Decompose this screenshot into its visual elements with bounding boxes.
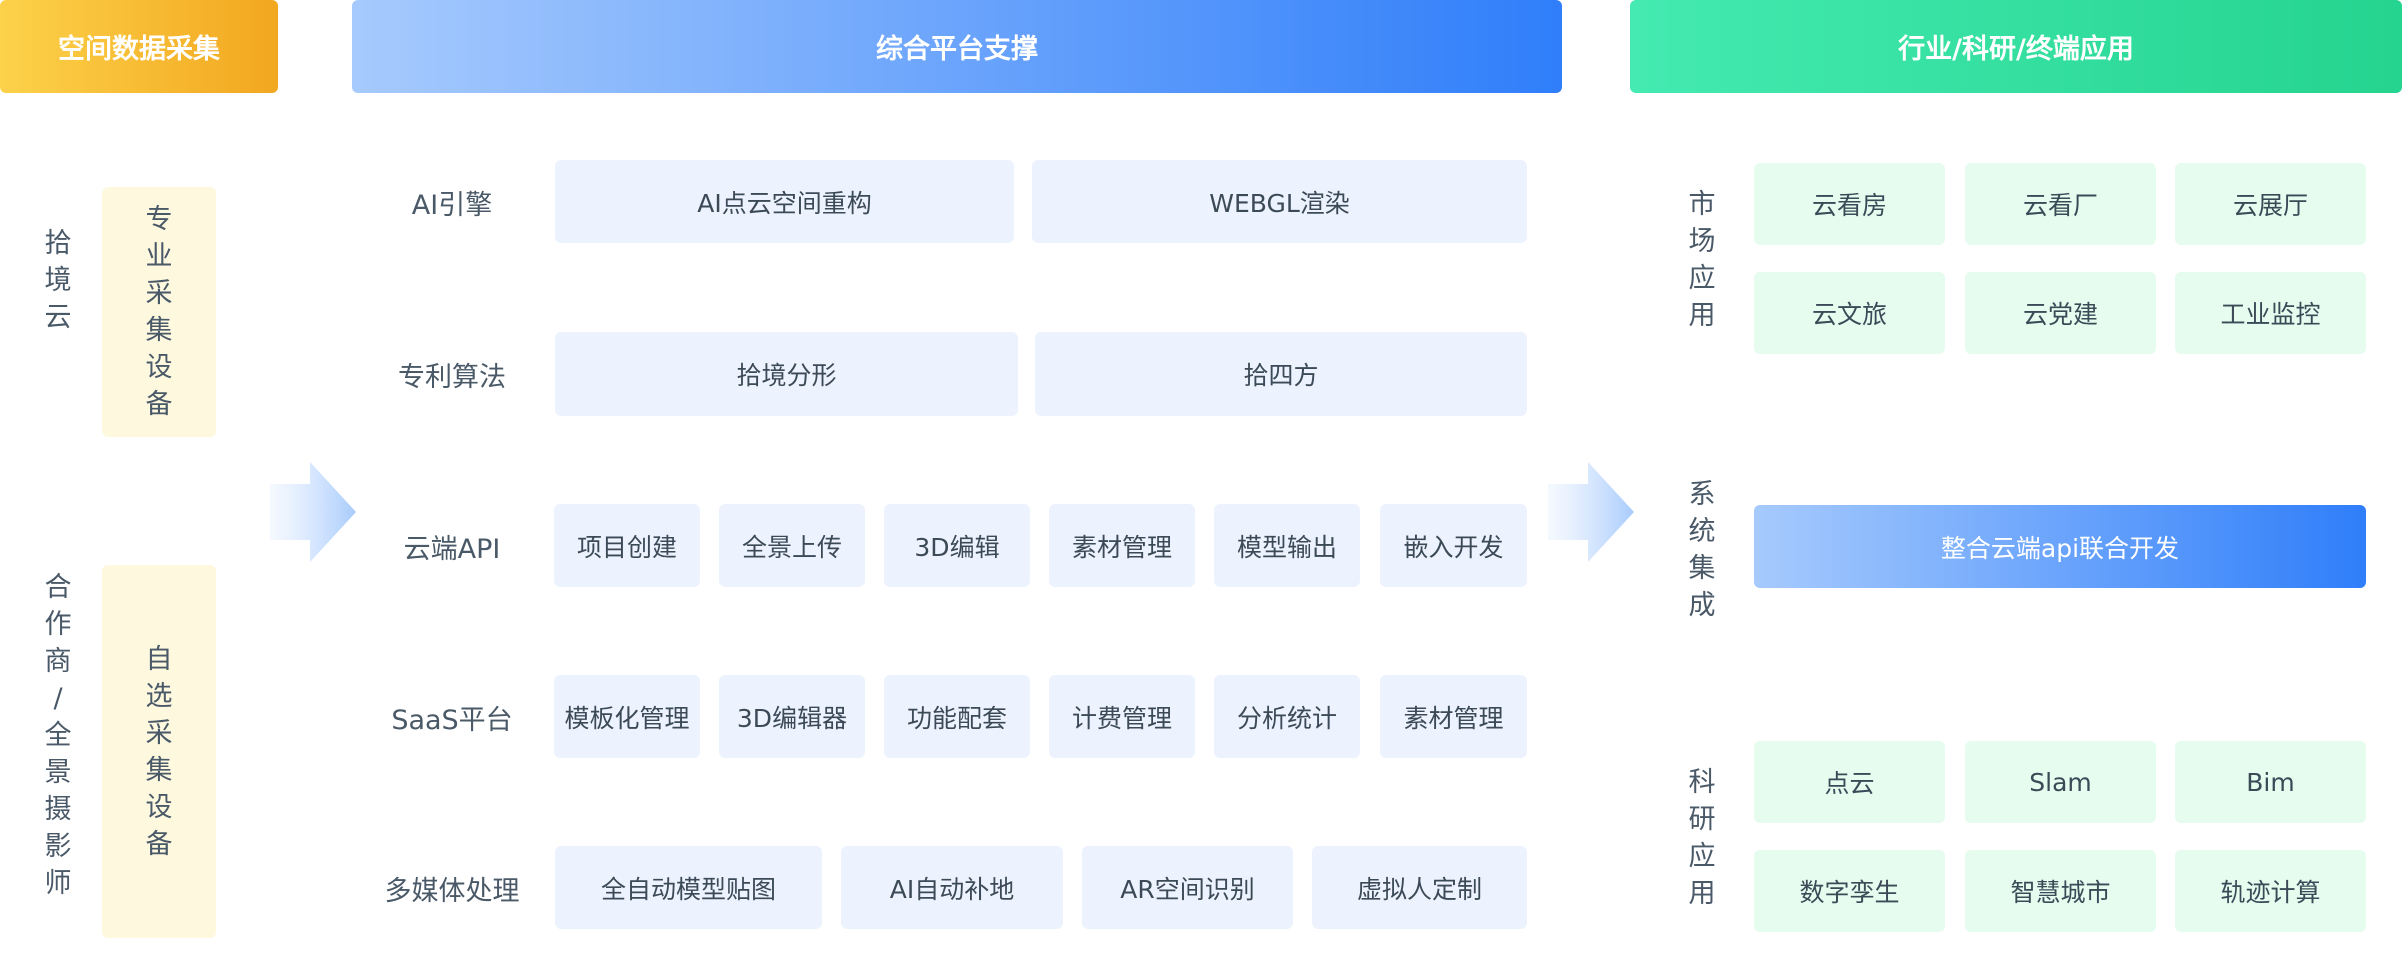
vertical-char: 统 [1688,516,1716,547]
platform-row-label: AI引擎 [411,189,493,221]
vertical-char: 市 [1688,189,1716,220]
vertical-char: 采 [145,717,173,749]
vertical-char: 师 [44,867,72,899]
flow-arrow-icon [1548,462,1634,562]
platform-item: 功能配套 [884,675,1030,758]
vertical-char: 设 [145,352,173,383]
app-item: 云看厂 [1965,163,2156,245]
vertical-char: 应 [1688,841,1716,872]
vertical-char: 影 [44,830,72,862]
app-item: 工业监控 [2175,272,2366,354]
vertical-char: 用 [1688,878,1716,909]
platform-item: 拾四方 [1035,332,1527,416]
platform-row-label: 云端API [403,533,501,565]
vertical-char: 集 [145,315,173,346]
vertical-char: 备 [145,389,173,420]
vertical-char: 合 [44,571,72,603]
header-data-collection: 空间数据采集 [0,0,278,93]
vertical-char: 研 [1688,804,1716,835]
app-item: 云看房 [1754,163,1945,245]
vertical-char: 摄 [44,793,72,825]
vertical-char: / [53,682,63,714]
vertical-char: 全 [44,719,72,751]
flow-arrow-icon [270,462,356,562]
platform-item: 模型输出 [1214,504,1360,587]
vertical-char: 科 [1688,767,1716,798]
vertical-char: 备 [145,828,173,860]
app-item: 智慧城市 [1965,850,2156,932]
platform-item: 嵌入开发 [1380,504,1527,587]
vertical-char: 设 [145,791,173,823]
app-group-system-label: 系统集成 [1682,470,1722,630]
vertical-char: 景 [44,756,72,788]
vertical-char: 系 [1688,479,1716,510]
platform-item: AI点云空间重构 [555,160,1014,243]
vertical-char: 云 [44,301,72,333]
app-group-market-label: 市场应用 [1682,180,1722,340]
vertical-char: 拾 [44,227,72,259]
vertical-char: 作 [44,608,72,640]
platform-item: 分析统计 [1214,675,1360,758]
platform-item: 全自动模型贴图 [555,846,822,929]
vertical-char: 场 [1688,226,1716,257]
app-item: 轨迹计算 [2175,850,2366,932]
app-item: 云文旅 [1754,272,1945,354]
platform-item: 全景上传 [719,504,865,587]
platform-item: 素材管理 [1049,504,1195,587]
header-applications: 行业/科研/终端应用 [1630,0,2402,93]
vertical-char: 商 [44,645,72,677]
platform-row-label: SaaS平台 [391,704,513,736]
platform-item: WEBGL渲染 [1032,160,1527,243]
vertical-char: 应 [1688,263,1716,294]
platform-row-label: 专利算法 [398,361,506,393]
platform-item: AI自动补地 [841,846,1063,929]
platform-item: AR空间识别 [1082,846,1293,929]
vertical-char: 自 [145,643,173,675]
vertical-char: 成 [1688,590,1716,621]
header-platform-support: 综合平台支撑 [352,0,1562,93]
app-group-research-label: 科研应用 [1682,758,1722,918]
vertical-char: 专 [145,204,173,235]
vertical-char: 用 [1688,300,1716,331]
vertical-char: 集 [145,754,173,786]
app-item-highlight: 整合云端api联合开发 [1754,505,2366,588]
vertical-char: 选 [145,680,173,712]
platform-item: 3D编辑器 [719,675,865,758]
platform-row-label: 多媒体处理 [384,875,520,907]
platform-item: 素材管理 [1380,675,1527,758]
vertical-char: 采 [145,278,173,309]
platform-item: 3D编辑 [884,504,1030,587]
app-item: 云展厅 [2175,163,2366,245]
vertical-char: 集 [1688,553,1716,584]
source-name-shijingyun: 拾境云 [38,185,78,375]
source-name-partner: 合作商 / 全景摄影师 [38,565,78,905]
platform-item: 模板化管理 [554,675,700,758]
source-device-optional: 自选采集设备 [102,565,216,938]
platform-item: 拾境分形 [555,332,1018,416]
app-item: Bim [2175,741,2366,823]
platform-item: 计费管理 [1049,675,1195,758]
app-item: 云党建 [1965,272,2156,354]
vertical-char: 境 [44,264,72,296]
app-item: 点云 [1754,741,1945,823]
source-device-professional: 专业采集设备 [102,187,216,437]
app-item: 数字孪生 [1754,850,1945,932]
vertical-char: 业 [145,241,173,272]
app-item: Slam [1965,741,2156,823]
platform-item: 虚拟人定制 [1312,846,1527,929]
platform-item: 项目创建 [554,504,700,587]
